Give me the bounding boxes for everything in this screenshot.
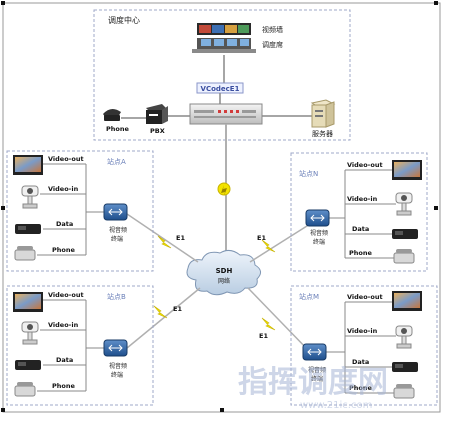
keyboard-icon	[15, 360, 41, 370]
phone-label: Phone	[52, 382, 75, 390]
terminal-label: 终端	[111, 235, 123, 243]
camera-icon	[21, 185, 39, 209]
server-icon	[310, 99, 336, 128]
data-label: Data	[352, 358, 369, 366]
e1-label: E1	[176, 234, 185, 242]
monitor-icon	[13, 155, 43, 175]
corner-handle	[434, 1, 438, 5]
video-in-label: Video-in	[347, 195, 378, 203]
terminal-label: 视音频	[310, 229, 328, 237]
link-line	[249, 218, 319, 263]
site-name: 站点B	[107, 292, 126, 301]
watermark: 指挥调度网 www.21ic.com	[238, 365, 388, 411]
video-in-label: Video-in	[347, 327, 378, 335]
corner-handle	[1, 1, 5, 5]
dispatch-desk-label: 调度席	[262, 40, 283, 49]
video-out-label: Video-out	[48, 155, 84, 163]
data-label: Data	[352, 225, 369, 233]
data-label: Data	[56, 356, 73, 364]
terminal-label: 视音频	[308, 366, 326, 374]
site-name: 站点A	[107, 157, 126, 166]
watermark-url: www.21ic.com	[300, 400, 372, 411]
site-name: 站点M	[299, 292, 319, 301]
camera-icon	[21, 321, 39, 345]
video-out-label: Video-out	[347, 293, 383, 301]
corner-handle	[1, 206, 5, 210]
e1-bolt-icon	[261, 317, 276, 331]
phone-label: Phone	[349, 384, 372, 392]
site-m: 站点M Video-out Video-in Data Phone 视音频 终端	[290, 285, 438, 406]
outer-frame	[2, 2, 441, 413]
pbx-label: PBX	[150, 127, 165, 135]
telephone-icon	[14, 382, 36, 397]
av-terminal-icon	[305, 209, 330, 227]
center-title: 调度中心	[108, 15, 140, 25]
cloud-label: SDH	[216, 267, 233, 275]
monitor-icon	[392, 160, 422, 180]
av-terminal-icon	[103, 339, 128, 357]
keyboard-icon	[392, 229, 418, 239]
camera-icon	[395, 325, 413, 349]
phone-icon	[103, 108, 121, 121]
server-label: 服务器	[312, 129, 333, 138]
video-out-label: Video-out	[347, 161, 383, 169]
monitor-icon	[13, 292, 43, 312]
vcodec-label: VCodecE1	[201, 85, 240, 93]
e1-label: E1	[259, 332, 268, 340]
phone-label: Phone	[349, 249, 372, 257]
terminal-label: 视音频	[109, 362, 127, 370]
e1-bolt-icon	[153, 305, 168, 319]
terminal-label: 终端	[313, 238, 325, 246]
video-wall-label: 视频墙	[262, 25, 283, 34]
camera-icon	[395, 192, 413, 216]
phone-label: Phone	[52, 246, 75, 254]
terminal-label: 终端	[311, 375, 323, 383]
watermark-text: 指挥调度网	[238, 365, 388, 400]
corner-handle	[434, 206, 438, 210]
video-in-label: Video-in	[48, 185, 79, 193]
data-label: Data	[56, 220, 73, 228]
monitor-icon	[392, 291, 422, 311]
e1-bolt-icon	[217, 182, 231, 196]
site-n: 站点N Video-out Video-in Data Phone 视音频 终端	[290, 152, 428, 272]
telephone-icon	[393, 384, 415, 399]
e1-label: E1	[173, 305, 182, 313]
av-terminal-icon	[302, 343, 327, 361]
e1-label: E1	[257, 234, 266, 242]
sdh-cloud: SDH 网络	[186, 249, 261, 296]
link-line	[126, 287, 201, 349]
rack-device-icon	[189, 103, 263, 125]
center-phone-label: Phone	[106, 125, 129, 133]
keyboard-icon	[15, 224, 41, 234]
keyboard-icon	[392, 362, 418, 372]
cloud-sublabel: 网络	[218, 277, 230, 285]
terminal-label: 视音频	[109, 226, 127, 234]
video-out-label: Video-out	[48, 291, 84, 299]
center-box	[93, 9, 351, 141]
site-a: 站点A Video-out Video-in Data Phone 视音频 终端	[6, 150, 154, 272]
link-line	[247, 287, 311, 353]
av-terminal-icon	[103, 203, 128, 221]
site-name: 站点N	[299, 169, 318, 178]
corner-handle	[220, 408, 224, 412]
telephone-icon	[393, 249, 415, 264]
telephone-icon	[14, 246, 36, 261]
video-wall-icon	[197, 23, 251, 35]
site-b: 站点B Video-out Video-in Data Phone 视音频 终端	[6, 285, 154, 406]
pbx-icon	[146, 104, 168, 124]
video-in-label: Video-in	[48, 321, 79, 329]
link-line	[126, 213, 199, 263]
vcodec-device: VCodecE1	[196, 82, 244, 94]
terminal-label: 终端	[111, 371, 123, 379]
dispatch-desk-icon	[192, 38, 256, 53]
corner-handle	[1, 408, 5, 412]
